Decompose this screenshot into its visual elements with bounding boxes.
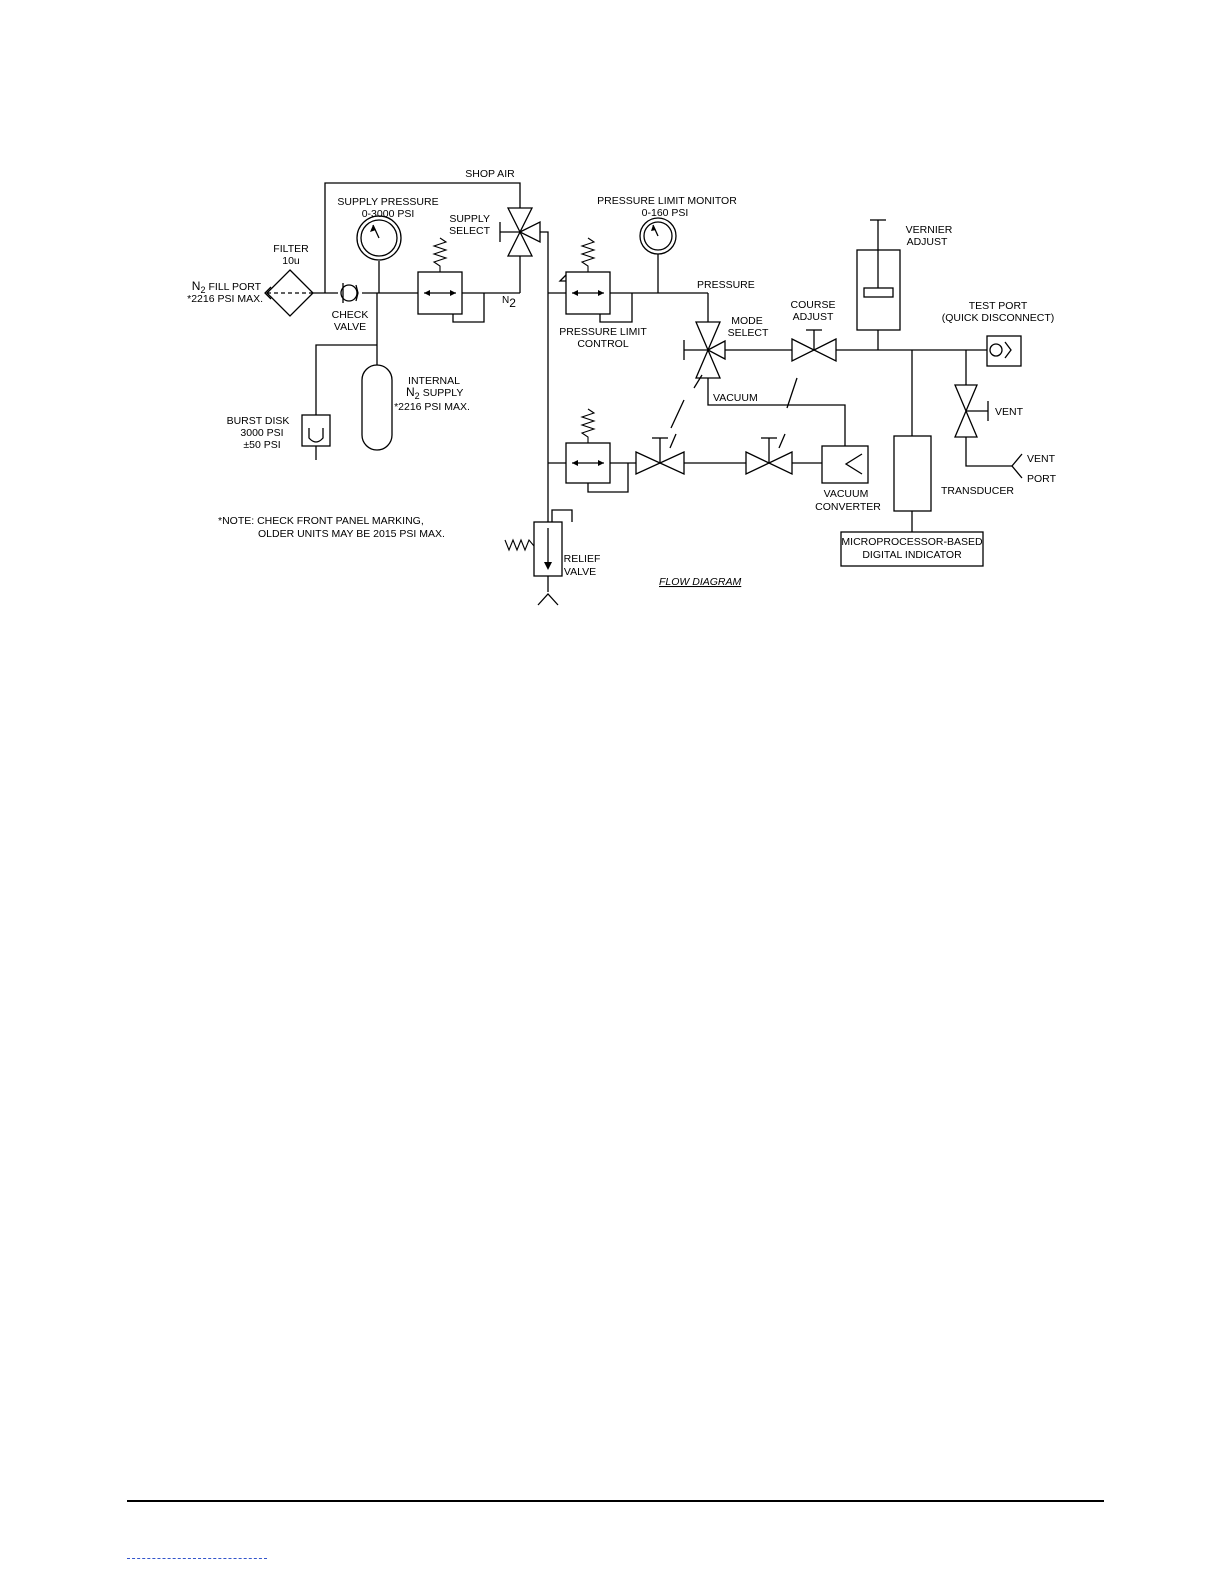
label-note-1: *NOTE: CHECK FRONT PANEL MARKING, <box>218 515 424 527</box>
digital-indicator-box <box>840 531 984 567</box>
label-pressure-limit-control-1: PRESSURE LIMIT <box>559 326 647 338</box>
label-supply-select-2: SELECT <box>449 225 490 237</box>
label-fill-port-2: *2216 PSI MAX. <box>187 293 263 305</box>
relief-valve-symbol <box>504 509 573 606</box>
label-vacuum: VACUUM <box>713 392 758 404</box>
label-test-port-2: (QUICK DISCONNECT) <box>942 312 1055 324</box>
label-shop-air: SHOP AIR <box>465 168 515 180</box>
label-filter-1: FILTER <box>273 243 309 255</box>
label-pressure-limit-control-2: CONTROL <box>577 338 628 350</box>
vernier-adjust-piston <box>856 219 901 331</box>
test-port-fitting <box>986 335 1022 367</box>
mode-select-valve <box>683 321 726 379</box>
label-burst-disk-1: BURST DISK <box>227 415 290 427</box>
label-burst-disk-3: ±50 PSI <box>243 439 280 451</box>
label-supply-pressure: SUPPLY PRESSURE <box>337 196 438 208</box>
supply-pressure-gauge <box>356 215 402 261</box>
label-pressure-limit-monitor-range: 0-160 PSI <box>642 207 689 219</box>
label-check-valve-1: CHECK <box>332 309 369 321</box>
supply-regulator-symbol <box>417 237 485 323</box>
transducer-symbol <box>893 435 932 512</box>
internal-supply-tank <box>361 364 393 451</box>
label-supply-select-1: SUPPLY <box>449 213 490 225</box>
label-vernier-adjust-1: VERNIER <box>906 224 953 236</box>
control-linkages <box>670 374 798 429</box>
vent-valve <box>954 384 989 438</box>
label-note-2: OLDER UNITS MAY BE 2015 PSI MAX. <box>258 528 445 540</box>
label-check-valve-2: VALVE <box>334 321 366 333</box>
vacuum-converter-symbol <box>821 445 869 484</box>
label-vacuum-converter-2: CONVERTER <box>815 501 881 513</box>
piping-lines <box>313 182 1020 592</box>
vacuum-valve-2 <box>745 433 793 476</box>
label-course-adjust-2: ADJUST <box>793 311 834 323</box>
label-vacuum-converter-1: VACUUM <box>824 488 869 500</box>
course-adjust-valve <box>791 329 837 363</box>
label-burst-disk-2: 3000 PSI <box>240 427 283 439</box>
label-vent-port-2: PORT <box>1027 473 1057 485</box>
pressure-limit-control-regulator <box>558 237 633 323</box>
label-supply-pressure-range: 0-3000 PSI <box>362 208 415 220</box>
footer-link-underline <box>127 1558 267 1559</box>
label-pressure: PRESSURE <box>697 279 755 291</box>
label-mode-select-1: MODE <box>731 315 763 327</box>
label-flow-diagram: FLOW DIAGRAM <box>659 576 742 588</box>
vent-port-fitting <box>1011 453 1023 479</box>
label-mode-select-2: SELECT <box>728 327 769 339</box>
check-valve-symbol <box>340 283 359 303</box>
pressure-limit-monitor-gauge <box>639 217 677 255</box>
label-indicator-1: MICROPROCESSOR-BASED <box>841 536 983 548</box>
label-internal-supply-3: *2216 PSI MAX. <box>394 401 470 413</box>
label-relief-valve-2: VALVE <box>564 566 596 578</box>
label-course-adjust-1: COURSE <box>791 299 836 311</box>
label-vent: VENT <box>995 406 1024 418</box>
label-indicator-2: DIGITAL INDICATOR <box>862 549 962 561</box>
burst-disk-symbol <box>301 414 331 447</box>
label-pressure-limit-monitor: PRESSURE LIMIT MONITOR <box>597 195 737 207</box>
footer-rule <box>127 1500 1104 1502</box>
label-filter-2: 10u <box>282 255 300 267</box>
vacuum-regulator-symbol <box>565 408 629 493</box>
label-n2: N2 <box>502 295 516 310</box>
label-internal-supply-1: INTERNAL <box>408 375 460 387</box>
label-vent-port-1: VENT <box>1027 453 1056 465</box>
filter-symbol <box>266 269 314 317</box>
fill-port-fitting <box>264 286 272 300</box>
label-relief-valve-1: RELIEF <box>564 553 601 565</box>
label-test-port-1: TEST PORT <box>969 300 1028 312</box>
label-vernier-adjust-2: ADJUST <box>907 236 948 248</box>
supply-select-valve <box>499 207 541 257</box>
vacuum-valve-1 <box>635 433 685 476</box>
label-transducer: TRANSDUCER <box>941 485 1014 497</box>
diagram-labels: SHOP AIR SUPPLY PRESSURE 0-3000 PSI SUPP… <box>187 168 1056 588</box>
